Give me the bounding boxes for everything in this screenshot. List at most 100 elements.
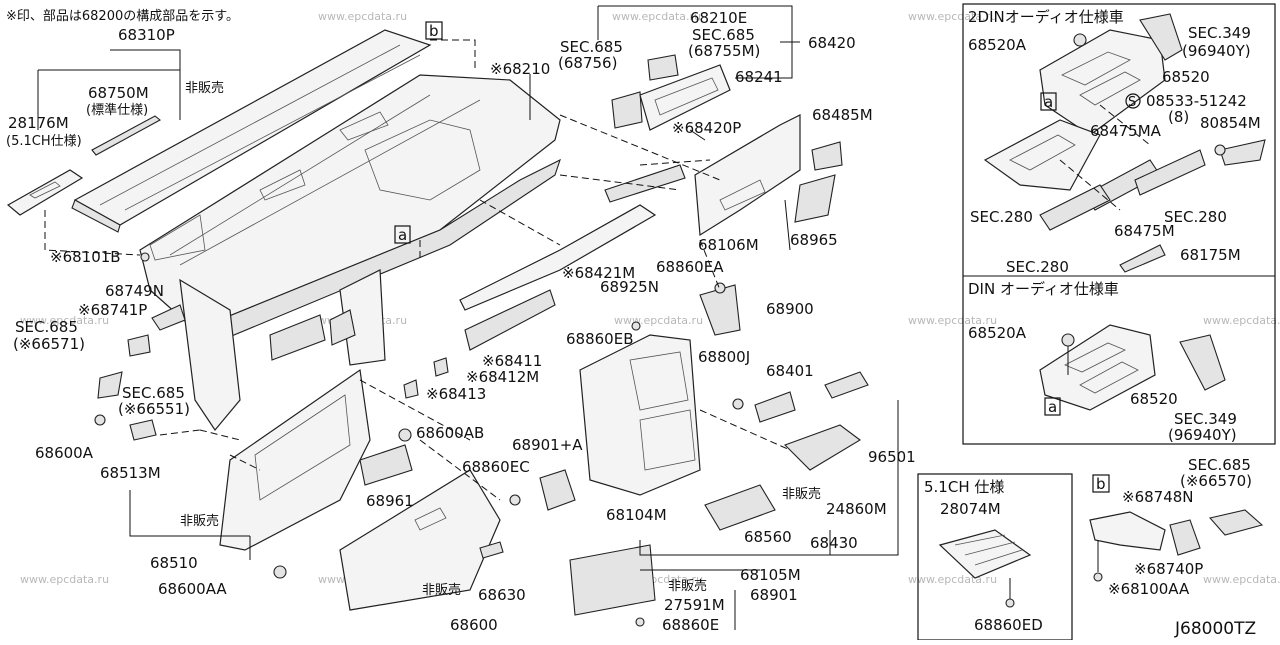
label-b-sec685: SEC.685 — [1188, 456, 1251, 474]
label-2din-screw-qty: (8) — [1168, 108, 1189, 126]
label-68750M: 68750M — [88, 84, 149, 102]
label-68413: ※68413 — [426, 385, 486, 403]
label-sec685-66551-code: (※66551) — [118, 400, 190, 418]
panel-2din-title: 2DINオーディオ仕様車 — [968, 8, 1124, 26]
label-not-sold-4: 非販売 — [668, 578, 707, 594]
label-68741P: ※68741P — [78, 301, 147, 319]
label-din-sec349-code: (96940Y) — [1168, 426, 1237, 444]
label-51ch-68860ED: 68860ED — [974, 616, 1043, 634]
label-68210: ※68210 — [490, 60, 550, 78]
label-24860M: 24860M — [826, 500, 887, 518]
label-not-sold-5: 非販売 — [422, 582, 461, 598]
label-68485M: 68485M — [812, 106, 873, 124]
label-68241: 68241 — [735, 68, 783, 86]
watermark-text: www.epcdata.ru — [908, 10, 997, 23]
label-din-sec349: SEC.349 — [1174, 410, 1237, 428]
label-b-68740P: ※68740P — [1134, 560, 1203, 578]
label-68749N: 68749N — [105, 282, 164, 300]
label-68421M: ※68421M — [562, 264, 635, 282]
panel-51ch-title: 5.1CH 仕様 — [924, 478, 1004, 496]
fasteners — [94, 252, 744, 627]
label-68965: 68965 — [790, 231, 838, 249]
label-68510: 68510 — [150, 554, 198, 572]
panel-din-title: DIN オーディオ仕様車 — [968, 280, 1119, 298]
label-sec685-68756: SEC.685 — [560, 38, 623, 56]
label-2din-80854M: 80854M — [1200, 114, 1261, 132]
label-b-68748N: ※68748N — [1122, 488, 1194, 506]
label-68420P: ※68420P — [672, 119, 741, 137]
panel-b-detail: b SEC.685 (※66570) ※68748N ※68740P ※6810… — [1089, 456, 1264, 598]
label-68860EA: 68860EA — [656, 258, 724, 276]
label-b-68100AA: ※68100AA — [1108, 580, 1190, 598]
label-68860EB: 68860EB — [566, 330, 634, 348]
label-2din-68475M: 68475M — [1114, 222, 1175, 240]
label-68210E: 68210E — [690, 9, 747, 27]
ref-a-din: a — [1048, 398, 1057, 416]
label-sec685-68756-code: (68756) — [558, 54, 617, 72]
label-68860EC: 68860EC — [462, 458, 530, 476]
label-2din-screw: 08533-51242 — [1146, 92, 1247, 110]
center-console — [579, 284, 869, 531]
label-68925N: 68925N — [600, 278, 659, 296]
panel-2din-audio: 2DINオーディオ仕様車 a 68520A SEC.349 (96940Y) 6… — [962, 3, 1276, 445]
label-68101B: ※68101B — [50, 248, 121, 266]
label-2din-68475MA: 68475MA — [1090, 122, 1162, 140]
ref-b-detail: b — [1096, 475, 1106, 493]
label-2din-sec280-2: SEC.280 — [1164, 208, 1227, 226]
label-2din-sec280-3: SEC.280 — [1006, 258, 1069, 276]
ref-a-2din: a — [1044, 93, 1053, 111]
label-2din-68520: 68520 — [1162, 68, 1210, 86]
label-68961: 68961 — [366, 492, 414, 510]
label-27591M: 27591M — [664, 596, 725, 614]
label-sec685-68755M-code: (68755M) — [688, 42, 760, 60]
label-68412M: ※68412M — [466, 368, 539, 386]
reference-markers: b a — [394, 21, 443, 244]
label-68106M: 68106M — [698, 236, 759, 254]
label-51ch-spec: (5.1CH仕様) — [6, 134, 82, 149]
diagram-code: J68000TZ — [1174, 619, 1256, 639]
label-std-spec: (標準仕様) — [86, 102, 148, 118]
label-68600AA: 68600AA — [158, 580, 227, 598]
panel-51ch: 5.1CH 仕様 28074M 68860ED — [917, 473, 1073, 641]
label-2din-sec280-1: SEC.280 — [970, 208, 1033, 226]
label-96501: 96501 — [868, 448, 916, 466]
label-din-68520A: 68520A — [968, 324, 1027, 342]
label-din-68520: 68520 — [1130, 390, 1178, 408]
label-2din-sec349-code: (96940Y) — [1182, 42, 1251, 60]
glove-box-assembly — [219, 368, 504, 611]
watermark-text: www.epcdata.ru — [614, 314, 703, 327]
label-68600: 68600 — [450, 616, 498, 634]
label-68901: 68901 — [750, 586, 798, 604]
label-not-sold-2: 非販売 — [180, 513, 219, 529]
label-sec685-68755M: SEC.685 — [692, 26, 755, 44]
ref-b-main: b — [429, 22, 439, 40]
label-68411: ※68411 — [482, 352, 542, 370]
label-51ch-28074M: 28074M — [940, 500, 1001, 518]
dashboard-upper-panel — [6, 29, 561, 432]
label-b-sec685-code: (※66570) — [1180, 472, 1252, 490]
main-part-labels: 68310P 68750M (標準仕様) 非販売 28176M (5.1CH仕様… — [6, 9, 916, 634]
watermark-text: www.epcdata.ru — [1203, 314, 1280, 327]
watermark-text: www.epcdata.ru — [1203, 573, 1280, 586]
screw-symbol: S — [1128, 95, 1136, 110]
label-68600AB: 68600AB — [416, 424, 484, 442]
label-not-sold-1: 非販売 — [185, 80, 224, 96]
label-2din-68520A: 68520A — [968, 36, 1027, 54]
label-68630: 68630 — [478, 586, 526, 604]
label-2din-68175M: 68175M — [1180, 246, 1241, 264]
label-sec685-66551: SEC.685 — [122, 384, 185, 402]
label-68420: 68420 — [808, 34, 856, 52]
label-68600A: 68600A — [35, 444, 94, 462]
label-68310P: 68310P — [118, 26, 175, 44]
right-upper-parts — [459, 54, 843, 351]
label-sec685-66571: SEC.685 — [15, 318, 78, 336]
label-68104M: 68104M — [606, 506, 667, 524]
label-68430: 68430 — [810, 534, 858, 552]
watermark-text: www.epcdata.ru — [908, 314, 997, 327]
panel-din-audio: DIN オーディオ仕様車 a 68520A 68520 SEC.349 (969… — [968, 280, 1237, 444]
label-68560: 68560 — [744, 528, 792, 546]
label-68900: 68900 — [766, 300, 814, 318]
watermark-text: www.epcdata.ru — [612, 10, 701, 23]
